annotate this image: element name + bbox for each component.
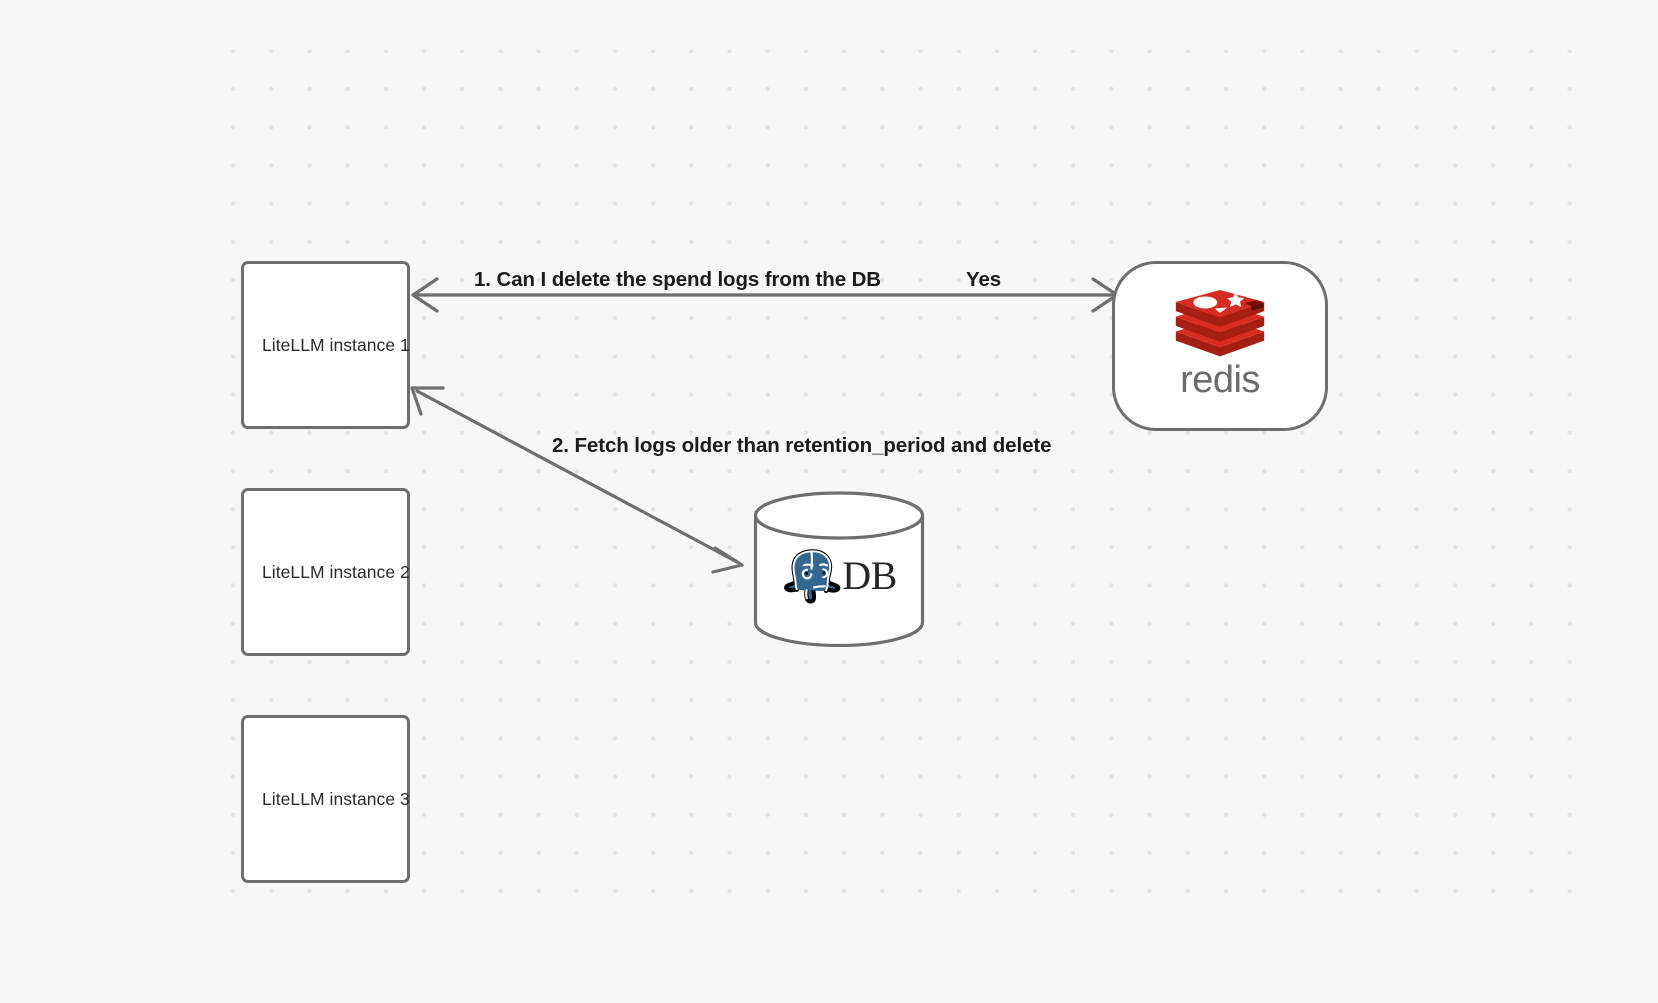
edge-label-reply: Yes [966, 268, 1002, 291]
node-litellm-instance-1[interactable]: LiteLLM instance 1 [241, 261, 410, 429]
svg-text:redis: redis [1180, 359, 1260, 401]
node-label: LiteLLM instance 1 [262, 334, 410, 355]
postgresql-elephant-icon [784, 549, 841, 604]
node-label: LiteLLM instance 3 [262, 788, 410, 809]
redis-logo-icon [1175, 290, 1265, 357]
db-label: DB [842, 553, 897, 598]
redis-wordmark-text: redis [1180, 359, 1260, 401]
node-redis[interactable]: redis [1112, 261, 1328, 431]
cylinder-shape-icon [753, 491, 925, 647]
node-label: LiteLLM instance 2 [262, 561, 410, 582]
edge-label-question: 1. Can I delete the spend logs from the … [474, 268, 882, 291]
node-database[interactable]: DB [753, 491, 925, 647]
db-logo-row: DB [753, 533, 925, 619]
edge-db-to-litellm1 [410, 386, 744, 574]
node-litellm-instance-2[interactable]: LiteLLM instance 2 [241, 488, 410, 656]
node-litellm-instance-3[interactable]: LiteLLM instance 3 [241, 715, 410, 883]
edge-label-fetch-delete: 2. Fetch logs older than retention_perio… [552, 434, 1052, 457]
